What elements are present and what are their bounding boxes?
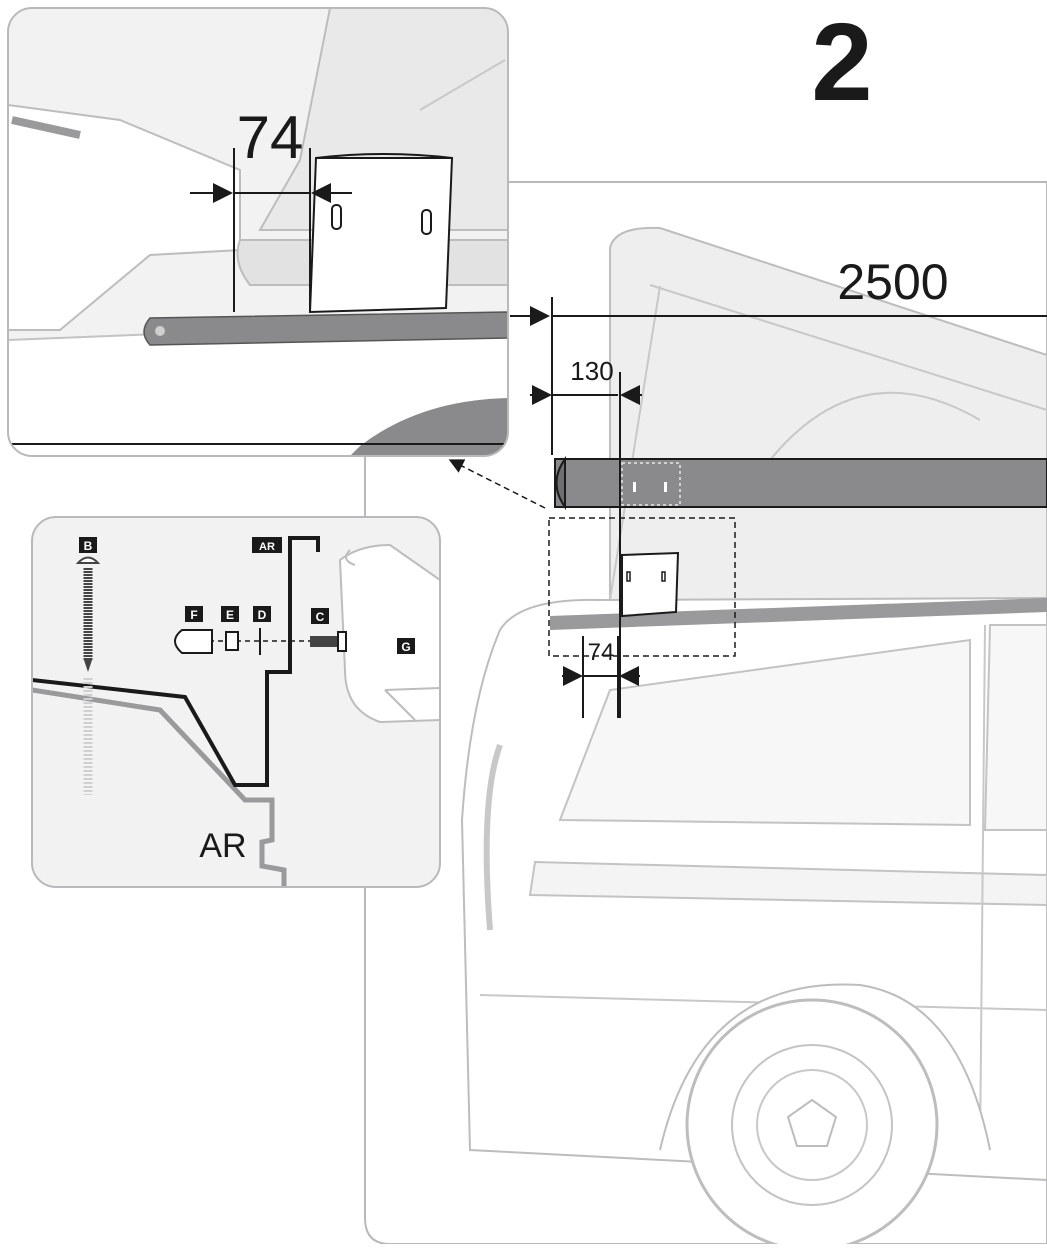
awning-housing-G bbox=[338, 543, 440, 724]
roof-rail-gutter bbox=[550, 598, 1047, 630]
top-detail-panel: 74 bbox=[7, 7, 509, 457]
awning-rail-endcap bbox=[555, 455, 566, 511]
part-label-B: B bbox=[84, 539, 93, 553]
awning-rail bbox=[554, 458, 1047, 508]
dimension-2500: 2500 bbox=[837, 254, 948, 310]
detail-rail-gutter bbox=[143, 311, 508, 346]
detail-mounting-bracket bbox=[308, 157, 454, 314]
cap-F bbox=[174, 629, 213, 654]
mounting-bracket bbox=[621, 551, 680, 618]
callout-arrow bbox=[448, 459, 546, 509]
main-panel: 2500 130 74 bbox=[364, 181, 1047, 1245]
part-label-E: E bbox=[226, 608, 234, 622]
hardware-detail-panel: B AR F E D C G AR bbox=[31, 516, 441, 888]
mounting-profile-AR bbox=[32, 536, 320, 787]
bolt-C bbox=[310, 636, 338, 647]
part-label-F: F bbox=[190, 608, 197, 622]
detail-dimension-74: 74 bbox=[237, 104, 304, 171]
nut-E bbox=[225, 631, 239, 651]
detail-callout-box bbox=[548, 517, 736, 657]
part-label-D: D bbox=[258, 608, 267, 622]
wheel-hub-icon bbox=[786, 1098, 838, 1147]
dimension-130: 130 bbox=[570, 356, 613, 386]
part-label-C: C bbox=[316, 610, 325, 624]
profile-label-AR: AR bbox=[199, 827, 246, 865]
dimension-74: 74 bbox=[588, 639, 615, 666]
part-label-G: G bbox=[401, 640, 410, 654]
van-window bbox=[558, 638, 971, 827]
part-label-AR-tag: AR bbox=[259, 541, 275, 553]
step-number: 2 bbox=[811, 1, 872, 124]
